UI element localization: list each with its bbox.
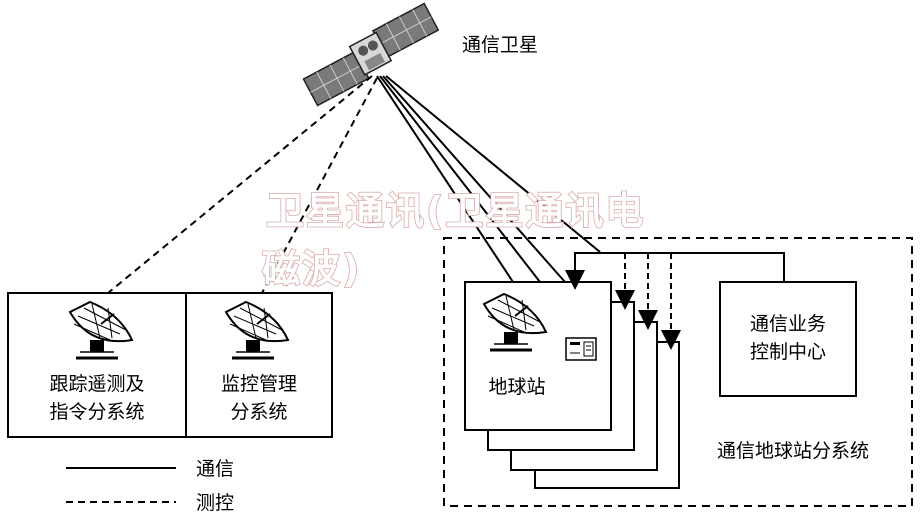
- service-center-line2: 控制中心: [750, 341, 826, 363]
- equipment-icon: [565, 337, 597, 361]
- service-control-center-box: [719, 281, 857, 397]
- comm-link-3: [382, 75, 566, 283]
- service-center-line1: 通信业务: [750, 313, 826, 335]
- legend-dashed-label: 测控: [196, 492, 234, 514]
- dish-antenna-icon: [68, 300, 134, 360]
- watermark-line2: 磁波): [262, 247, 361, 291]
- monitor-label-line2: 分系统: [230, 401, 287, 423]
- dish-antenna-icon: [482, 292, 548, 352]
- legend: 通信 测控: [66, 458, 234, 514]
- tracking-label-line2: 指令分系统: [49, 401, 144, 423]
- satellite-icon: [302, 2, 440, 107]
- dish-antenna-icon: [224, 300, 290, 360]
- tt-link-tracking: [107, 75, 373, 294]
- satellite-label: 通信卫星: [462, 34, 538, 56]
- earth-station-subsystem-boundary: [443, 237, 913, 507]
- watermark-line1: 卫星通讯(卫星通讯电: [266, 189, 645, 233]
- earth-station-label: 地球站: [488, 376, 545, 398]
- tt-link-monitor: [261, 77, 378, 294]
- comm-link-4: [385, 75, 601, 253]
- control-feedback-line: [565, 252, 785, 290]
- comm-link-1: [376, 75, 514, 283]
- tracking-label-line1: 跟踪遥测及: [49, 373, 144, 395]
- comm-link-2: [379, 75, 541, 283]
- subsystem-label: 通信地球站分系统: [717, 440, 869, 462]
- legend-solid-label: 通信: [196, 458, 234, 480]
- monitor-label-line1: 监控管理: [221, 373, 297, 395]
